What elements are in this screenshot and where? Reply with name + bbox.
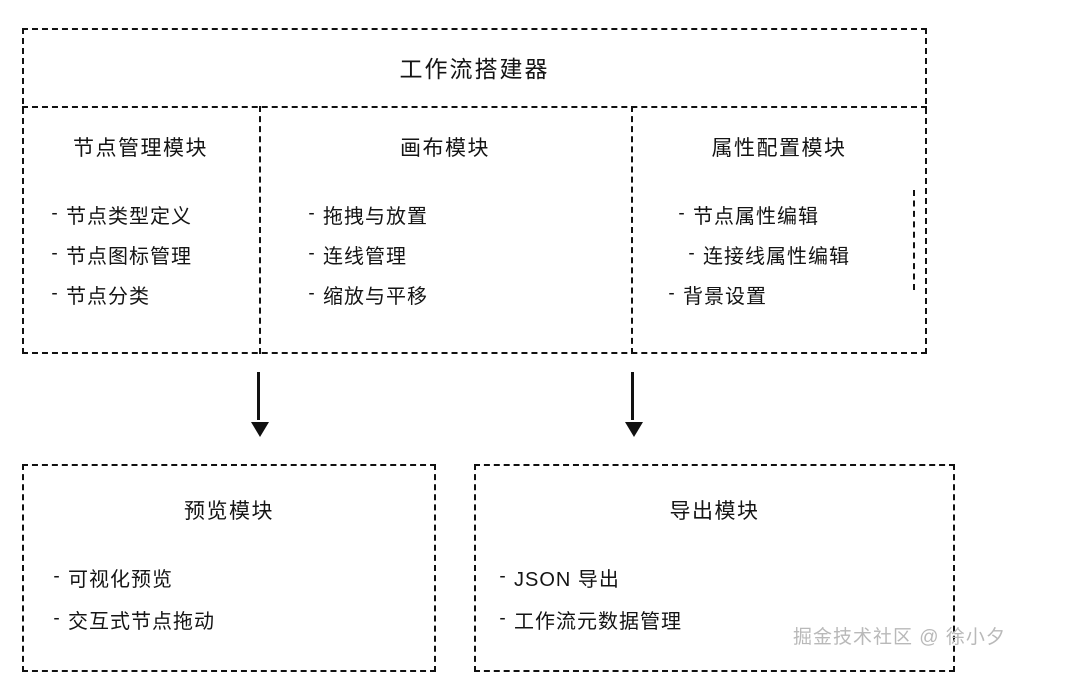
list-item: - 背景设置: [661, 274, 925, 314]
column-divider-2: [631, 106, 633, 354]
bullet-dash: -: [668, 283, 676, 304]
bullet-dash: -: [51, 283, 59, 304]
list-item-label: 节点图标管理: [66, 245, 192, 268]
workflow-builder-container: [22, 28, 927, 354]
module-property-config-items: - 节点属性编辑 - 连接线属性编辑 - 背景设置: [633, 188, 925, 354]
arrow-head: [251, 422, 269, 437]
module-export-box: [474, 464, 955, 672]
arrow-shaft: [631, 372, 634, 420]
list-item-label: 连线管理: [323, 245, 407, 268]
list-item-label: 节点类型定义: [66, 205, 192, 228]
list-item: - 节点属性编辑: [671, 194, 925, 234]
module-canvas-title: 画布模块: [400, 137, 490, 160]
list-item-label: 拖拽与放置: [323, 205, 428, 228]
module-node-management-items: - 节点类型定义 - 节点图标管理 - 节点分类: [24, 188, 257, 354]
list-item: - 连接线属性编辑: [671, 234, 925, 274]
module-property-config: 属性配置模块 - 节点属性编辑 - 连接线属性编辑 - 背景设置: [633, 106, 925, 354]
module-property-config-title: 属性配置模块: [711, 137, 847, 160]
list-item-label: 节点分类: [66, 285, 150, 308]
bullet-dash: -: [51, 243, 59, 264]
module-canvas-items: - 拖拽与放置 - 连线管理 - 缩放与平移: [261, 188, 629, 354]
list-item: - 连线管理: [301, 234, 629, 274]
module-node-management-title: 节点管理模块: [73, 137, 208, 160]
watermark: 掘金技术社区 @ 徐小夕: [793, 627, 1006, 648]
list-item: - 拖拽与放置: [301, 194, 629, 234]
title-divider: [22, 106, 927, 108]
bullet-dash: -: [688, 243, 696, 264]
list-item-label: 缩放与平移: [323, 285, 428, 308]
arrow-shaft: [257, 372, 260, 420]
arrow-head: [625, 422, 643, 437]
list-item-label: 连接线属性编辑: [703, 245, 850, 268]
list-item: - 节点分类: [44, 274, 257, 314]
list-item: - 节点图标管理: [44, 234, 257, 274]
list-item-label: 背景设置: [683, 285, 767, 308]
module-preview-box: [22, 464, 436, 672]
bullet-dash: -: [51, 203, 59, 224]
list-item: - 缩放与平移: [301, 274, 629, 314]
module-canvas: 画布模块 - 拖拽与放置 - 连线管理 - 缩放与平移: [261, 106, 629, 354]
module-node-management: 节点管理模块 - 节点类型定义 - 节点图标管理 - 节点分类: [24, 106, 257, 354]
bullet-dash: -: [308, 283, 316, 304]
bullet-dash: -: [308, 243, 316, 264]
column-divider-1: [259, 106, 261, 354]
bullet-dash: -: [678, 203, 686, 224]
bullet-dash: -: [308, 203, 316, 224]
column-inner-right-rail: [913, 190, 915, 290]
list-item-label: 节点属性编辑: [693, 205, 819, 228]
list-item: - 节点类型定义: [44, 194, 257, 234]
